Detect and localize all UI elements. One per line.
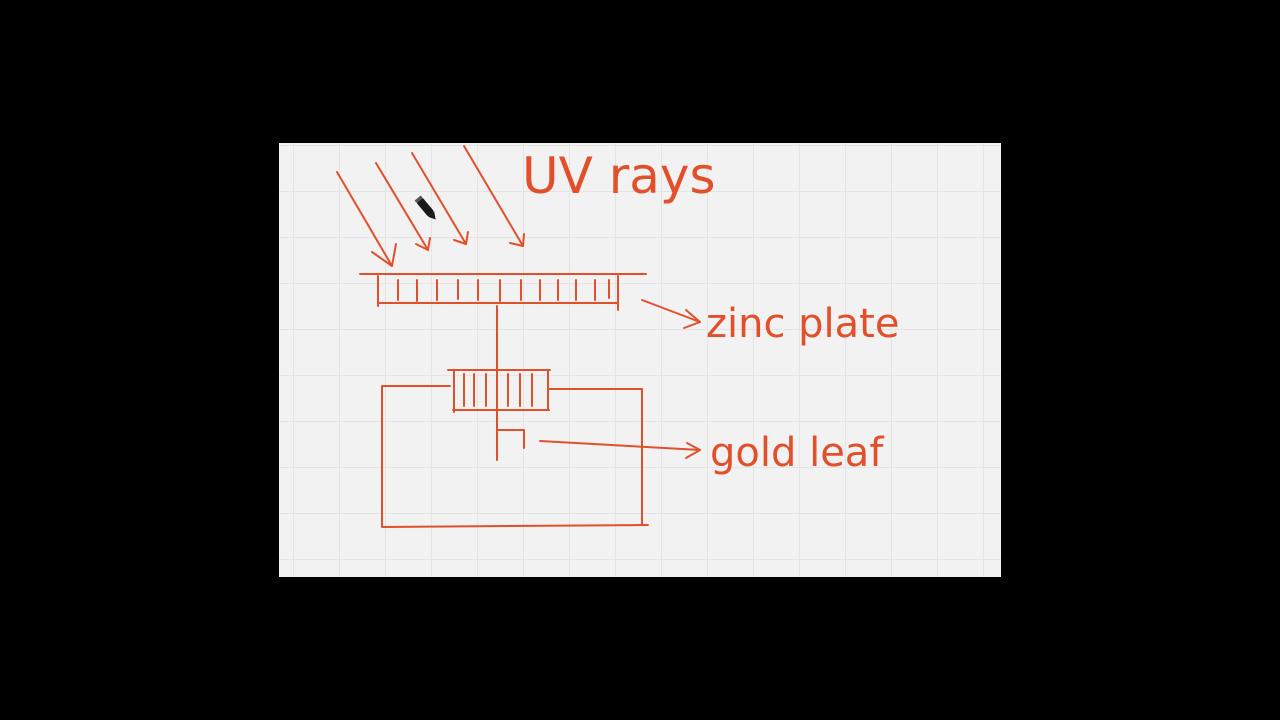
electroscope [381, 305, 649, 528]
gold-leaf-pointer-arrowhead [685, 442, 701, 459]
uv-ray-3-arrowhead [453, 231, 469, 245]
zinc-plate [359, 273, 647, 311]
uv-ray-4-arrowhead [509, 233, 525, 247]
uv-rays [336, 145, 525, 267]
uv-ray-2 [375, 162, 429, 251]
uv-ray-3 [411, 152, 467, 245]
zinc-plate-pointer-arrow [641, 299, 701, 323]
insulating-plug-outline [447, 369, 551, 413]
gold-leaf-pointer-arrow [539, 440, 701, 451]
uv-rays-label: UV rays [522, 147, 716, 205]
gold-leaf-strip [497, 429, 525, 449]
zinc-plate-hatching [397, 279, 610, 302]
insulating-plug-hatching [463, 373, 533, 407]
uv-ray-1 [336, 171, 393, 267]
whiteboard-canvas [279, 143, 1001, 577]
pen-cursor-icon [414, 195, 436, 220]
label-arrows [539, 299, 701, 459]
gold-leaf-label: gold leaf [710, 430, 884, 476]
uv-ray-2-arrowhead [415, 237, 431, 251]
uv-ray-4 [463, 145, 524, 247]
zinc-plate-label: zinc plate [706, 301, 899, 347]
electroscope-housing [381, 385, 649, 528]
zinc-plate-pointer-arrowhead [683, 309, 701, 329]
uv-ray-1-arrowhead [371, 243, 397, 267]
